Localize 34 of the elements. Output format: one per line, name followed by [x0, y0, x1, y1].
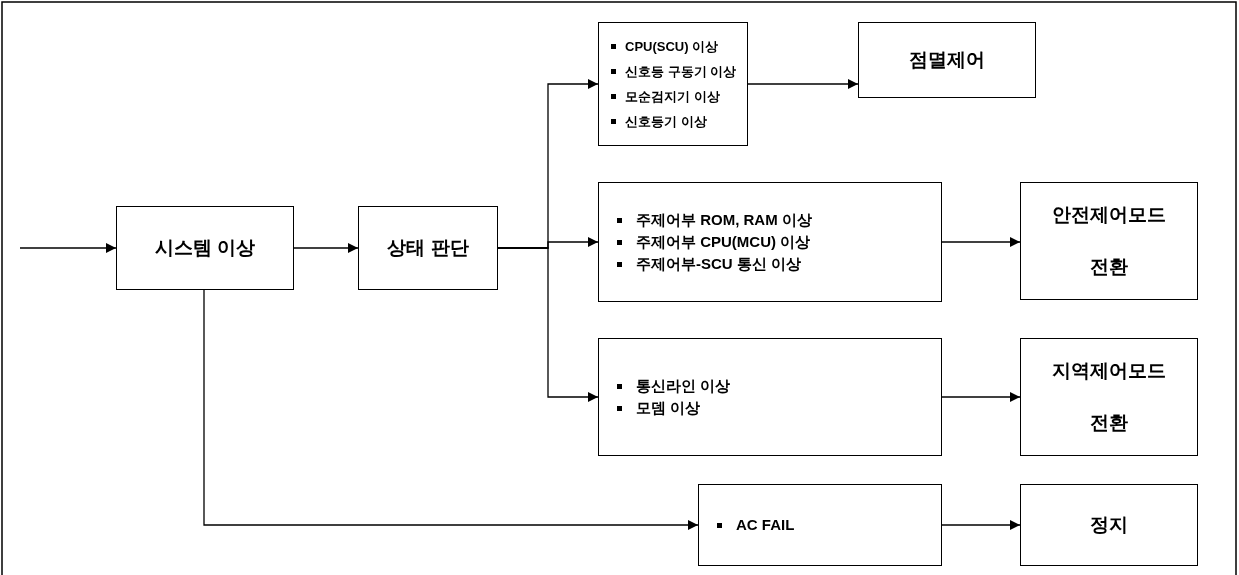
condition-text: 통신라인 이상	[636, 376, 731, 396]
condition-text: CPU(SCU) 이상	[625, 38, 719, 56]
node-label: 상태 판단	[387, 236, 469, 260]
condition-box	[598, 182, 942, 302]
condition-text: 주제어부 CPU(MCU) 이상	[636, 232, 811, 252]
node-label: 정지	[1090, 513, 1128, 537]
condition-text: 신호등 구동기 이상	[625, 63, 737, 81]
condition-text: 신호등기 이상	[625, 113, 707, 131]
arrow	[747, 79, 859, 89]
process-box	[116, 206, 294, 290]
condition-text: 주제어부-SCU 통신 이상	[636, 254, 801, 274]
node-label: 점멸제어	[909, 48, 985, 72]
arrow	[941, 237, 1021, 247]
condition-text: 모순검지기 이상	[625, 88, 720, 106]
arrow	[497, 247, 599, 402]
node-label: 안전제어모드 전환	[1051, 203, 1167, 279]
arrow	[293, 243, 359, 253]
node-label: 시스템 이상	[154, 236, 256, 260]
condition-text: 주제어부 ROM, RAM 이상	[636, 210, 812, 230]
process-box	[1020, 338, 1198, 456]
condition-box	[598, 22, 748, 146]
arrow	[941, 520, 1021, 530]
process-box	[1020, 484, 1198, 566]
condition-box	[698, 484, 942, 566]
condition-text: AC FAIL	[736, 515, 795, 535]
process-box	[1020, 182, 1198, 300]
arrow	[203, 289, 699, 530]
condition-box	[598, 338, 942, 456]
process-box	[858, 22, 1036, 98]
arrow	[941, 392, 1021, 402]
node-label: 지역제어모드 전환	[1051, 359, 1167, 435]
condition-text: 모뎀 이상	[636, 398, 701, 418]
process-box	[358, 206, 498, 290]
arrow	[19, 243, 117, 253]
